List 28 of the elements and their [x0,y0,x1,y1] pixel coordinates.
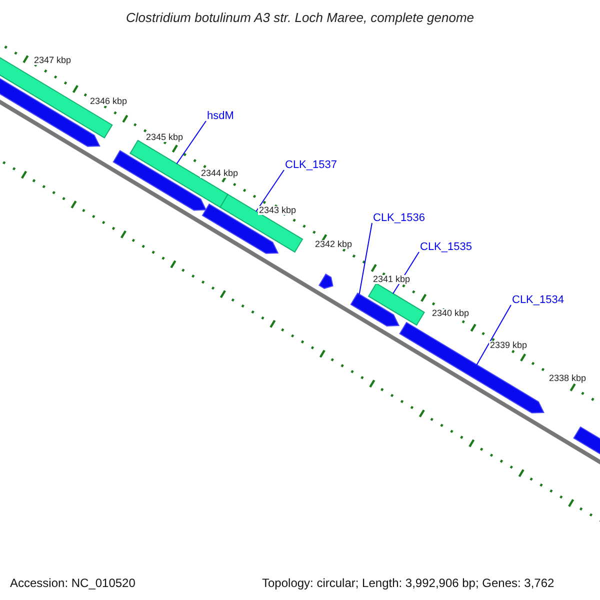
gene-label: CLK_1534 [512,295,564,306]
gene-feature [202,204,279,254]
title: Clostridium botulinum A3 str. Loch Maree, complete genome [124,11,476,24]
info-text: Topology: circular; Length: 3,992,906 bp; Genes: 3,762 [262,577,554,589]
scale-label: 2345 kbp [145,133,184,142]
leader-line [176,120,206,164]
gene-feature [399,322,544,414]
gene-label: CLK_1537 [285,160,337,171]
gene-bar [220,194,304,253]
gene-label: CLK_1536 [373,213,425,224]
scale-label: 2340 kbp [431,309,470,318]
leader-line [476,304,512,366]
gene-feature [318,274,334,289]
gene-label: CLK_1535 [420,242,472,253]
scale-label: 2344 kbp [200,169,240,178]
scale-label: 2343 kbp [258,206,298,215]
scale-label: 2338 kbp [548,374,588,383]
scale-label: 2341 kbp [372,275,412,284]
leader-line [358,222,372,295]
gene-feature [350,292,400,326]
gene-bar [368,282,425,326]
info-text: Accession: NC_010520 [10,577,136,589]
scale-label: 2339 kbp [489,341,528,350]
scale-label: 2347 kbp [33,56,72,65]
scale-label: 2346 kbp [89,97,128,106]
scale-label: 2342 kbp [314,240,354,249]
gene-label: hsdM [207,111,234,122]
leader-line [256,170,284,212]
